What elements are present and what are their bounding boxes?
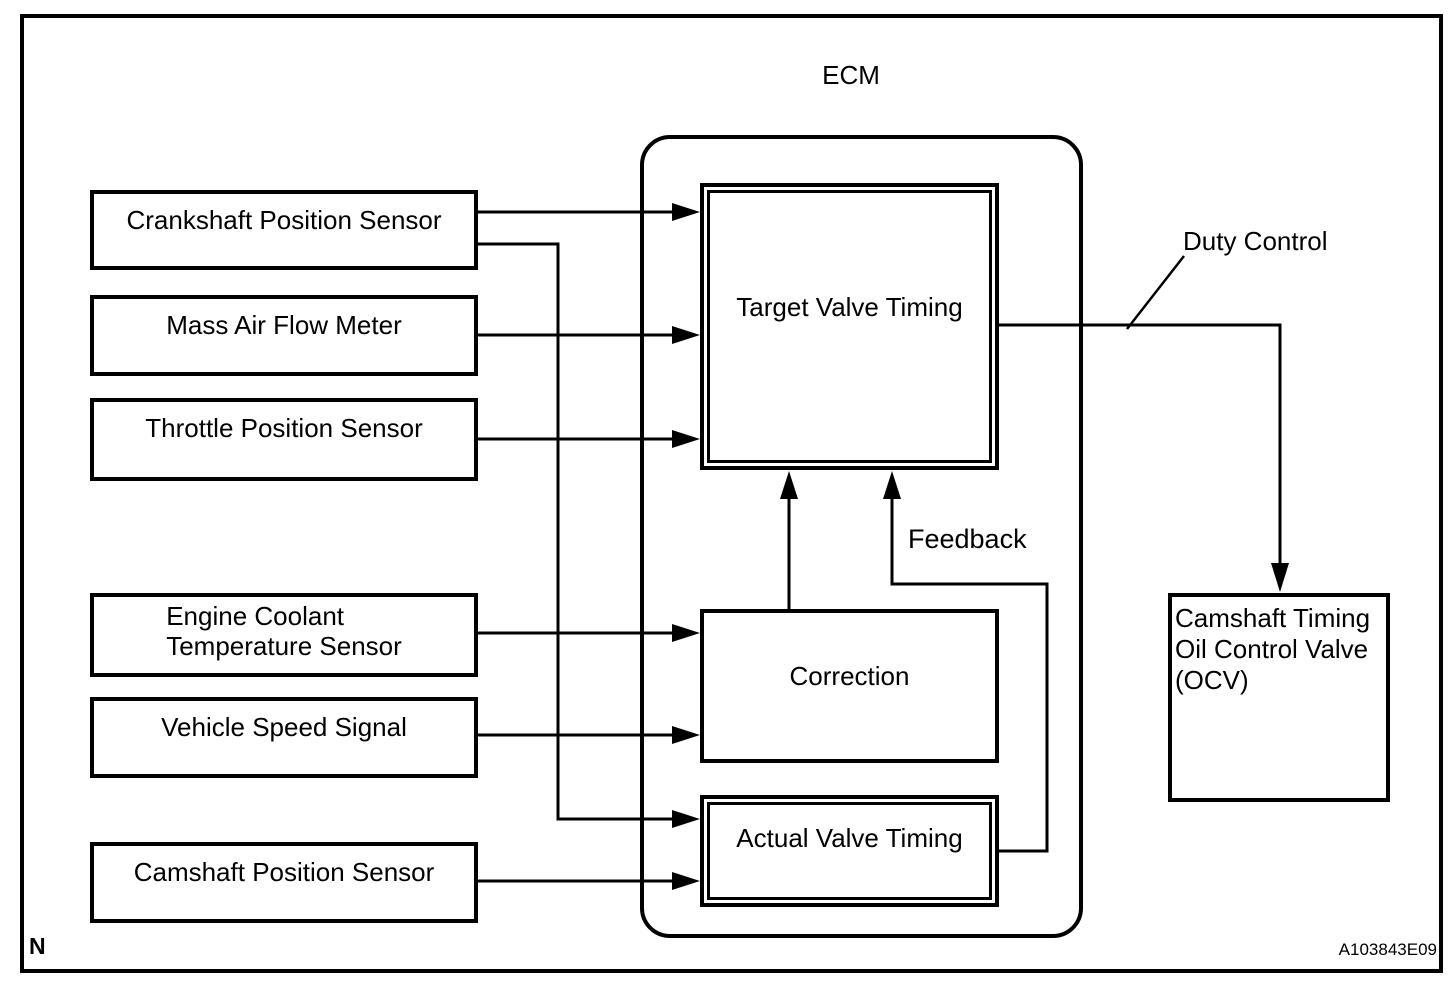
vehicle-speed-signal-label: Vehicle Speed Signal [161,712,407,742]
engine-coolant-line1: Engine Coolant [166,601,345,631]
engine-coolant-line2: Temperature Sensor [166,631,402,661]
correction-box: Correction [700,609,999,763]
mass-air-flow-meter-box: Mass Air Flow Meter [90,295,478,376]
crankshaft-position-sensor-box: Crankshaft Position Sensor [90,190,478,270]
engine-coolant-temperature-sensor-label: Engine Coolant Temperature Sensor [166,601,402,661]
corner-mark: N [29,933,46,959]
mass-air-flow-meter-label: Mass Air Flow Meter [166,310,402,340]
engine-coolant-temperature-sensor-box: Engine Coolant Temperature Sensor [90,593,478,677]
duty-control-label: Duty Control [1183,226,1328,256]
ecm-title: ECM [822,60,880,90]
camshaft-position-sensor-label: Camshaft Position Sensor [133,857,435,887]
actual-valve-timing-box: Actual Valve Timing [700,795,999,907]
crankshaft-position-sensor-label: Crankshaft Position Sensor [126,205,442,235]
camshaft-timing-ocv-box: Camshaft Timing Oil Control Valve (OCV) [1168,593,1390,802]
figure-code: A103843E09 [1338,940,1437,959]
target-valve-timing-label: Target Valve Timing [736,292,963,322]
vehicle-speed-signal-box: Vehicle Speed Signal [90,697,478,778]
throttle-position-sensor-label: Throttle Position Sensor [145,413,423,443]
target-valve-timing-inner-border [707,190,992,463]
correction-label: Correction [789,661,910,691]
outer-frame [20,14,1443,973]
feedback-label: Feedback [908,524,1027,554]
ocv-label-line3: (OCV) [1175,665,1249,695]
camshaft-position-sensor-box: Camshaft Position Sensor [90,842,478,923]
throttle-position-sensor-box: Throttle Position Sensor [90,398,478,481]
actual-valve-timing-label: Actual Valve Timing [736,823,963,853]
target-valve-timing-box: Target Valve Timing [700,183,999,470]
ocv-label-line1: Camshaft Timing [1175,603,1371,633]
ocv-label-line2: Oil Control Valve [1175,634,1369,664]
